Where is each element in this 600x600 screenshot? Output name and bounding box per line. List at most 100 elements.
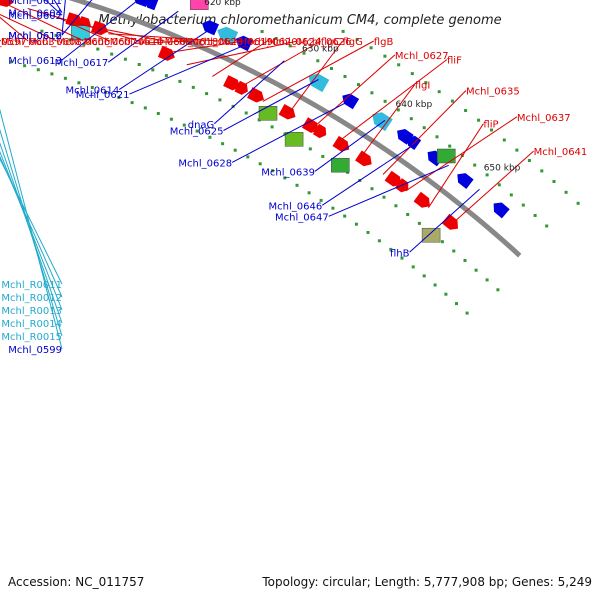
gene-label: Mchl_0603	[1, 37, 55, 48]
leader-line	[0, 150, 63, 311]
track-dot	[23, 64, 27, 68]
gene-label: Mchl_0628	[178, 158, 232, 169]
leader-line	[359, 84, 416, 159]
forward-gene	[223, 75, 241, 91]
track-dot	[389, 247, 393, 251]
gene-label: Mchl_0615	[8, 0, 62, 2]
track-dot	[473, 163, 477, 167]
label-leader-lines	[0, 0, 534, 350]
genome-backbone	[68, 0, 522, 258]
accession-label: Accession: NC_011757	[8, 575, 144, 589]
track-dot	[307, 191, 311, 195]
track-dot	[137, 63, 141, 66]
track-dot	[357, 83, 360, 87]
track-dot	[369, 46, 373, 50]
track-dot	[274, 37, 278, 40]
track-dot	[96, 47, 100, 51]
track-dot	[343, 75, 347, 78]
map-title: Methylobacterium chloromethanicum CM4, c…	[98, 13, 501, 28]
gene-label: fliP	[483, 120, 498, 131]
forward-gene	[413, 191, 430, 208]
cds-block	[284, 132, 304, 147]
rna-label: Mchl_R0013	[1, 306, 62, 317]
track-dot	[68, 38, 72, 42]
tick-label: 620 kbp	[204, 0, 241, 8]
track-dot	[330, 67, 333, 70]
track-dot	[205, 92, 209, 96]
track-dot	[208, 135, 212, 139]
track-dot	[564, 190, 568, 194]
track-dot	[50, 72, 54, 76]
track-dot	[410, 72, 414, 76]
track-dot	[424, 81, 428, 85]
cds-block	[258, 106, 278, 121]
track-dot	[497, 183, 501, 187]
reverse-gene	[342, 93, 360, 110]
gene-label: Mchl_0621	[76, 90, 130, 101]
leader-line	[231, 98, 353, 163]
track-dot	[463, 259, 467, 262]
leader-line	[212, 40, 268, 77]
leader-line	[314, 119, 386, 172]
track-dot	[485, 173, 489, 177]
leader-line	[287, 40, 343, 116]
forward-gene	[247, 87, 264, 103]
track-dot	[233, 148, 237, 152]
track-dot	[77, 81, 81, 85]
track-dot	[370, 187, 374, 191]
track-dot	[397, 63, 401, 67]
track-dot	[448, 144, 452, 148]
gene-label: Mchl_0620	[244, 37, 298, 48]
gene-label: Mchl_0619	[219, 37, 273, 48]
gene-label: Mchl_0607	[84, 37, 138, 48]
leader-line	[262, 40, 375, 102]
gene-label: flgB	[374, 37, 394, 48]
track-dot	[319, 198, 323, 202]
track-dot	[271, 169, 275, 173]
rna-gene	[217, 26, 239, 45]
genome-summary: Topology: circular; Length: 5,777,908 bp…	[261, 575, 592, 589]
leader-line	[223, 79, 319, 131]
forward-gene	[0, 0, 14, 7]
track-dot	[302, 51, 306, 55]
track-dot	[246, 155, 250, 159]
track-dot	[502, 138, 506, 142]
leader-line	[108, 33, 220, 42]
gene-label: Mchl_0627	[395, 51, 449, 62]
rna-label: Mchl_R0012	[1, 293, 62, 304]
leader-line	[213, 60, 285, 125]
leader-line	[0, 155, 63, 298]
track-dot	[396, 108, 400, 112]
track-dot	[169, 117, 173, 121]
track-dot	[485, 278, 489, 282]
track-dot	[406, 213, 410, 216]
track-dot	[270, 125, 274, 129]
track-dot	[452, 249, 456, 253]
leader-line	[335, 59, 448, 144]
leader-line	[61, 0, 93, 36]
track-dot	[130, 101, 134, 105]
gene-label: fliF	[447, 56, 462, 67]
track-dot	[182, 123, 186, 127]
leader-line	[81, 24, 165, 42]
track-dot	[316, 59, 320, 63]
track-dot	[110, 52, 114, 56]
forward-gene	[278, 104, 296, 120]
leader-line	[0, 142, 63, 324]
leader-line	[61, 0, 139, 61]
forward-gene	[355, 150, 372, 167]
track-dot	[258, 162, 262, 166]
track-dot	[527, 159, 531, 162]
gene-label: Mchl_0611	[8, 0, 62, 7]
track-dot	[400, 256, 404, 260]
track-dot	[515, 148, 519, 152]
track-dot	[164, 74, 168, 78]
track-dot	[355, 38, 359, 41]
track-dot	[422, 274, 426, 278]
track-dot	[178, 79, 182, 83]
gene-label: Mchl_0609	[139, 37, 193, 48]
track-dot	[143, 106, 147, 110]
track-dot	[54, 33, 58, 37]
